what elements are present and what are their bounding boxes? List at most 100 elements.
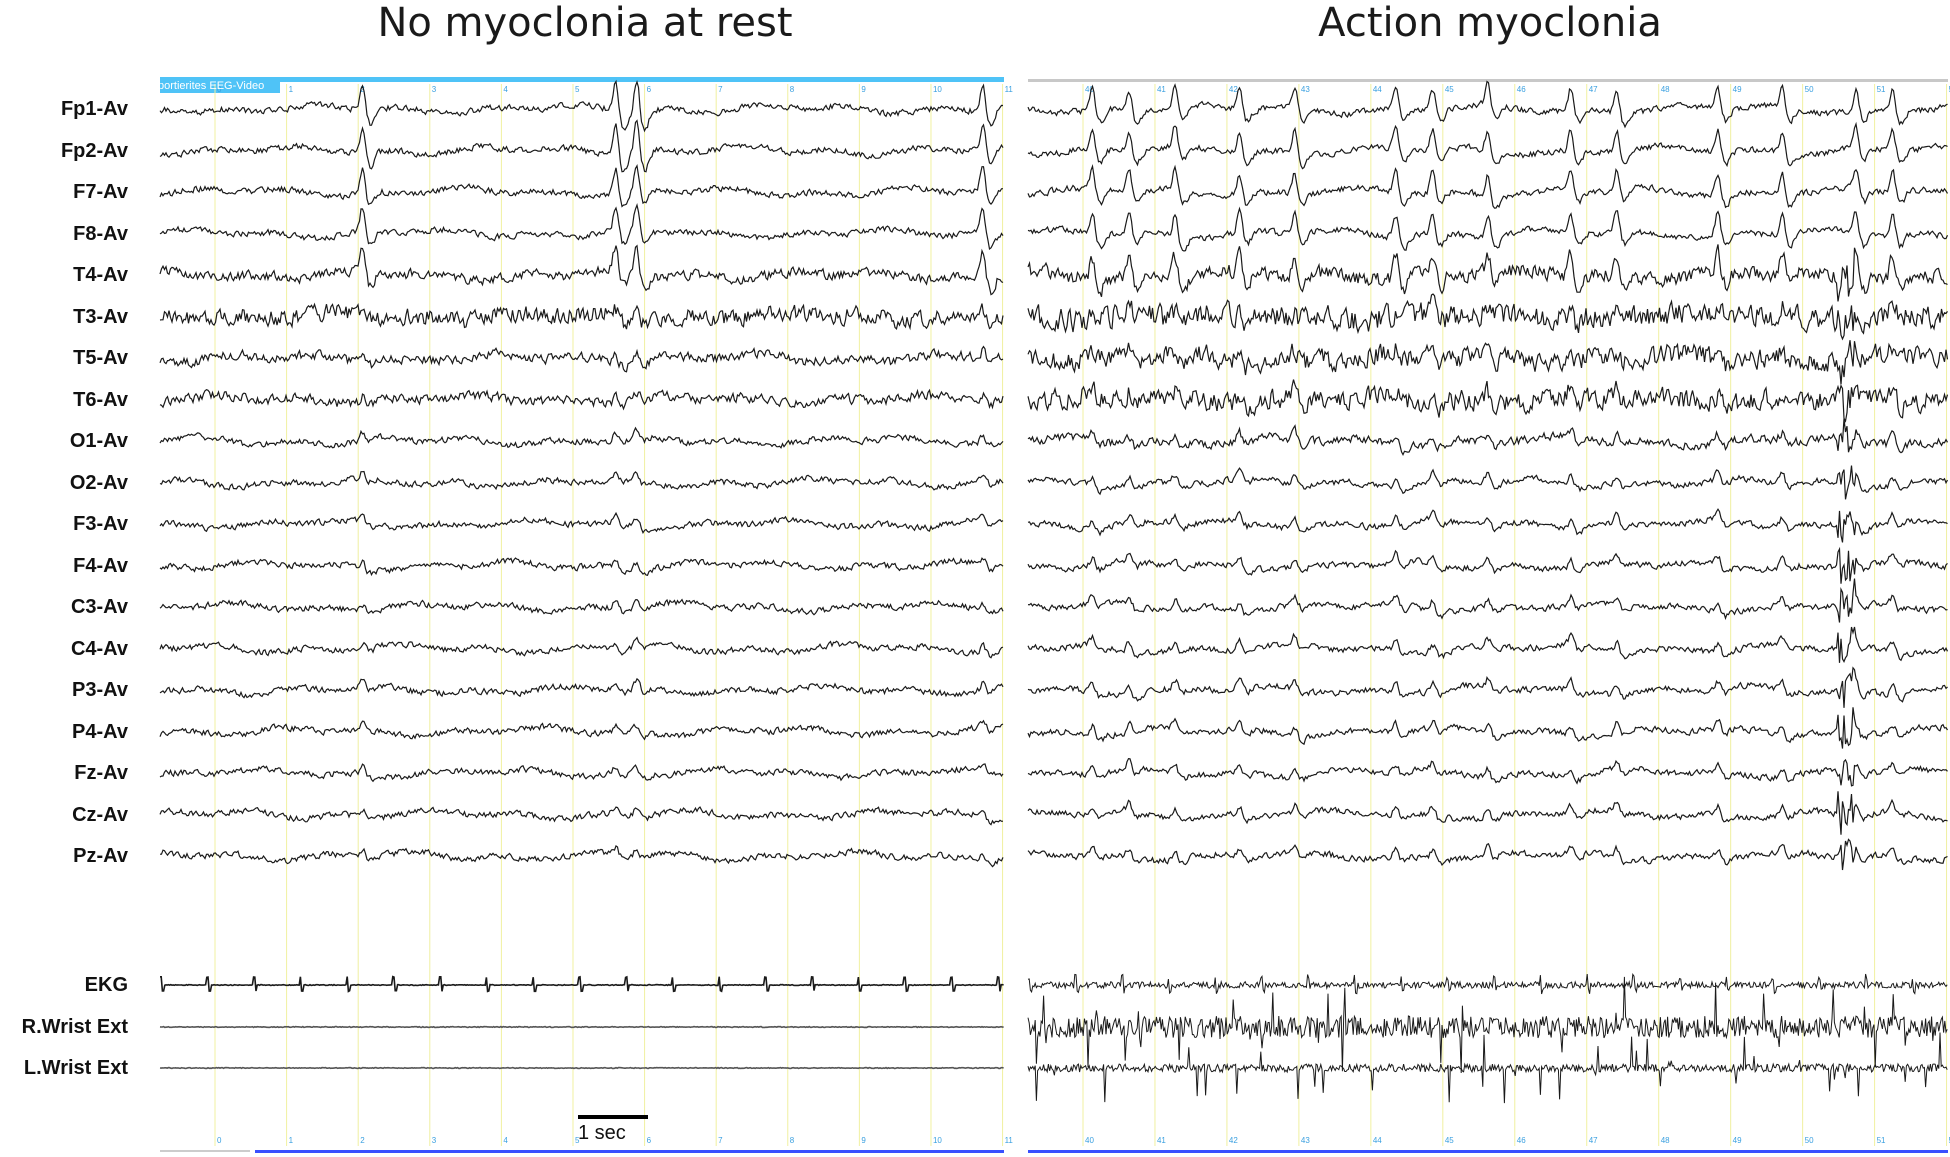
top-tick-label: 8 [790,85,795,94]
channel-label-o1-av: O1-Av [69,430,128,452]
eeg-trace-fp1-av [159,79,1004,133]
top-tick-label: 47 [1589,85,1598,94]
eeg-trace-t6-av [159,388,1004,411]
emg-trace-l-wrist-ext [1027,1032,1948,1104]
top-tick-label: 3 [432,85,437,94]
bottom-tick-label: 47 [1589,1136,1598,1145]
eeg-trace-t5-av [1027,340,1949,385]
bottom-tick-label: 52 [1949,1136,1950,1145]
channel-label-f3-av: F3-Av [73,513,128,535]
top-tick-label: 51 [1877,85,1886,94]
eeg-trace-f3-av [1027,508,1948,543]
channel-label-fp1-av: Fp1-Av [60,98,128,120]
eeg-trace-f7-av [159,164,1004,208]
channel-label-t6-av: T6-Av [73,388,128,411]
eeg-trace-f3-av [159,511,1004,535]
eeg-trace-o1-av [159,426,1004,449]
emg-trace-l-wrist-ext [159,1066,1004,1070]
eeg-trace-fz-av [1027,757,1948,787]
eeg-trace-p3-av [159,677,1004,699]
bottom-tick-label: 1 [289,1136,294,1145]
top-bar [160,77,1004,82]
emg-trace-r-wrist-ext [1027,976,1948,1074]
bottom-tick-label: 4 [503,1136,508,1145]
top-tick-label: 7 [718,85,723,94]
title-right: Action myoclonia [1318,0,1662,46]
eeg-trace-o1-av [1027,418,1949,456]
top-tick-label: 2 [360,85,365,94]
top-tick-label: 46 [1517,85,1526,94]
bottom-tick-label: 51 [1877,1136,1886,1145]
eeg-trace-f7-av [1027,163,1949,209]
channel-label-t4-av: T4-Av [73,264,128,286]
eeg-trace-fp2-av [159,119,1004,173]
channel-label-fz-av: Fz-Av [74,762,128,784]
bottom-tick-label: 43 [1301,1136,1310,1145]
bottom-tick-label: 6 [647,1136,652,1145]
eeg-trace-c3-av [1027,578,1948,623]
channel-label-t3-av: T3-Av [73,305,128,328]
channel-label-r-wrist-ext: R.Wrist Ext [21,1016,128,1038]
eeg-trace-pz-av [1027,838,1948,871]
channel-label-p3-av: P3-Av [72,679,128,701]
eeg-trace-p4-av [159,719,1004,741]
top-tick-label: 11 [1005,85,1014,94]
eeg-trace-p3-av [1027,666,1948,708]
bottom-tick-label: 3 [432,1136,437,1145]
bottom-tick-label: 11 [1005,1136,1014,1145]
eeg-trace-o2-av [159,470,1004,491]
bottom-tick-label: 0 [217,1136,222,1145]
channel-label-fp2-av: Fp2-Av [60,139,128,162]
banner [160,77,280,93]
bottom-tick-label: 42 [1229,1136,1238,1145]
eeg-trace-pz-av [160,844,1004,868]
top-tick-label: 5 [575,85,580,94]
top-bar [1028,79,1948,82]
channel-label-f7-av: F7-Av [73,181,128,203]
bottom-tick-label: 9 [861,1136,866,1145]
channel-label-pz-av: Pz-Av [73,845,128,867]
eeg-trace-f8-av [159,203,1004,251]
emg-trace-ekg [160,975,1004,993]
eeg-trace-c4-av [159,636,1004,659]
bottom-tick-label: 10 [933,1136,942,1145]
channel-label-ekg: EKG [84,974,128,996]
title-left: No myoclonia at rest [377,0,793,46]
top-tick-label: 50 [1805,85,1814,94]
eeg-trace-t5-av [159,345,1004,373]
top-tick-label: 43 [1301,85,1310,94]
eeg-trace-p4-av [1027,707,1949,749]
top-tick-label: 41 [1157,85,1166,94]
bottom-tick-label: 46 [1517,1136,1526,1145]
banner-text: portierites EEG-Video [158,80,265,92]
bottom-tick-label: 48 [1661,1136,1670,1145]
channel-label-l-wrist-ext: L.Wrist Ext [23,1057,128,1079]
eeg-trace-t3-av [1027,293,1948,341]
eeg-trace-c3-av [159,598,1004,616]
eeg-trace-f4-av [159,557,1004,577]
top-tick-label: 0 [217,85,222,94]
eeg-trace-t4-av [159,244,1004,296]
eeg-trace-t6-av [1027,379,1949,423]
top-tick-label: 48 [1661,85,1670,94]
bottom-tick-label: 45 [1445,1136,1454,1145]
top-tick-label: 45 [1445,85,1454,94]
bottom-tick-label: 44 [1373,1136,1382,1145]
top-tick-label: 4 [503,85,508,94]
eeg-trace-fz-av [159,763,1004,783]
top-tick-label: 42 [1229,85,1238,94]
channel-label-t5-av: T5-Av [73,347,128,369]
top-tick-label: 1 [289,85,294,94]
channel-label-f4-av: F4-Av [73,554,128,577]
channel-label-c3-av: C3-Av [70,596,128,618]
top-tick-label: 10 [933,85,942,94]
channel-label-o2-av: O2-Av [69,471,128,494]
channel-label-cz-av: Cz-Av [72,803,128,826]
bottom-tick-label: 5 [575,1136,580,1145]
bottom-tick-label: 7 [718,1136,723,1145]
eeg-trace-cz-av [159,806,1004,826]
top-tick-label: 49 [1733,85,1742,94]
